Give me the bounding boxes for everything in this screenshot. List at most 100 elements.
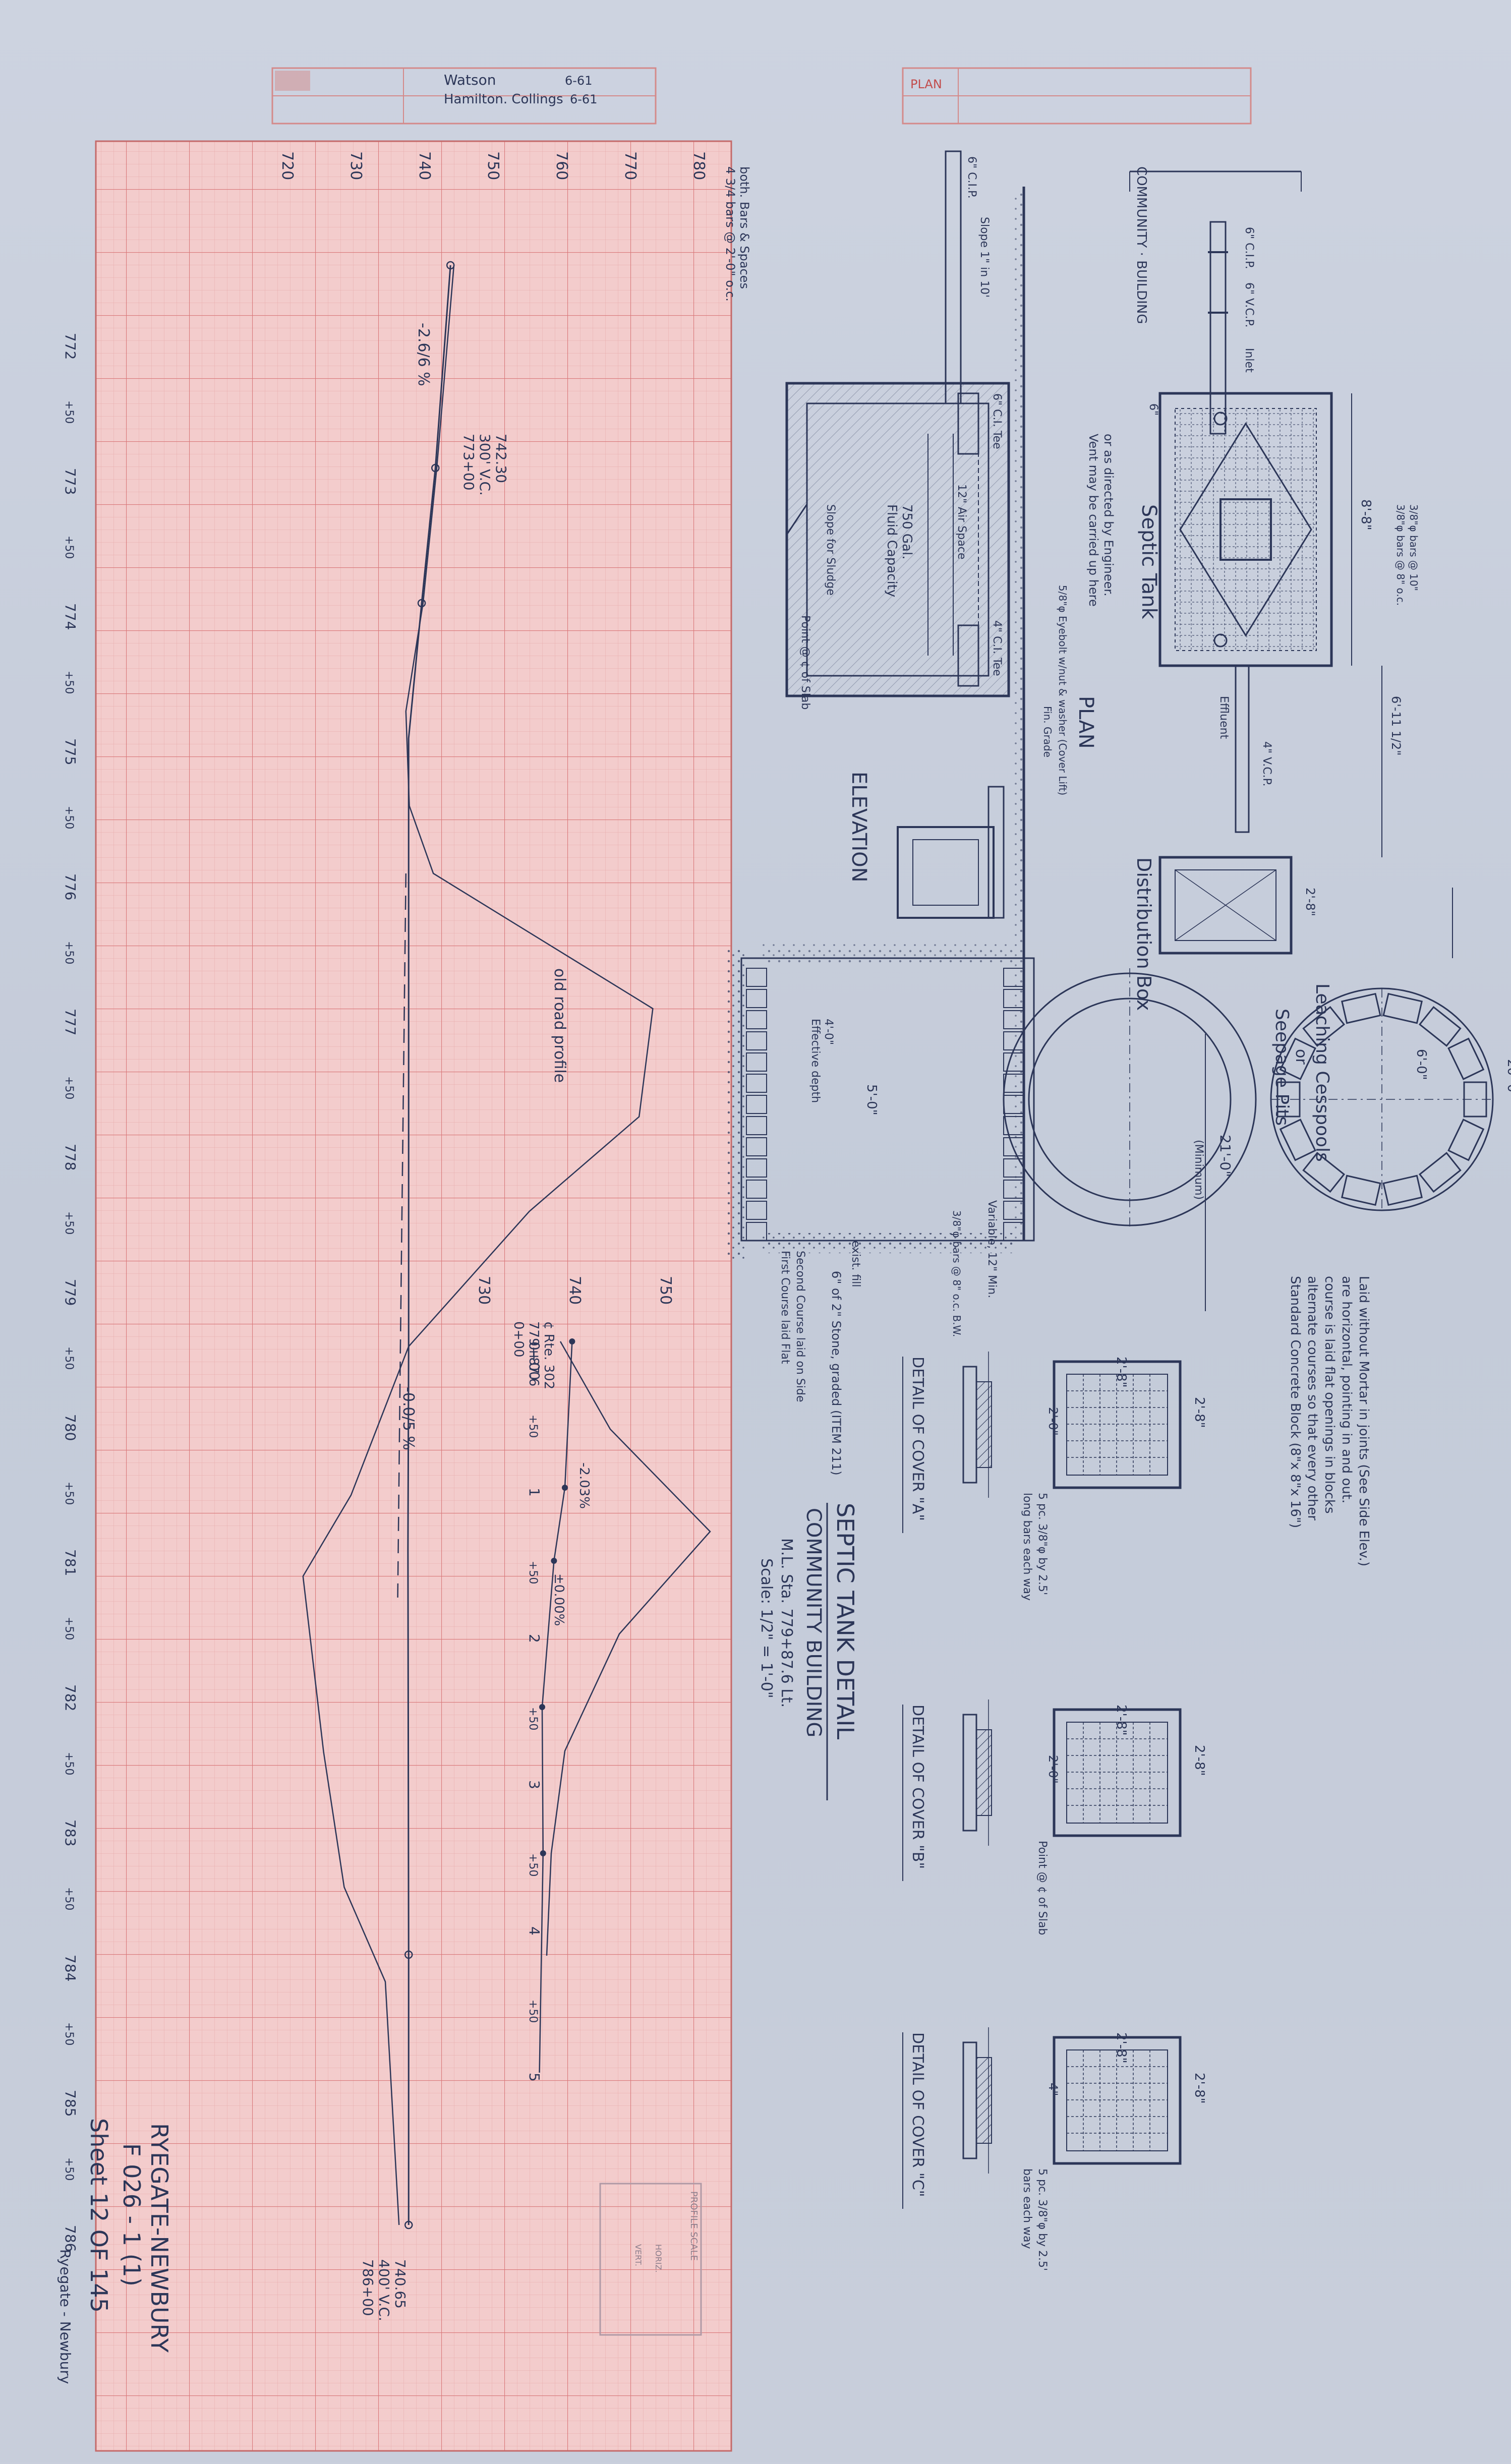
small-station-label: 2 xyxy=(526,1634,543,1643)
station-half-label: +50 xyxy=(63,2022,75,2045)
svg-text:0+00: 0+00 xyxy=(511,1321,526,1357)
station-label: 783 xyxy=(62,1820,79,1846)
svg-text:3/8"φ bars @ 8" o.c.: 3/8"φ bars @ 8" o.c. xyxy=(1394,504,1407,606)
station-label: 778 xyxy=(62,1144,79,1170)
station-half-label: +50 xyxy=(63,1752,75,1775)
elevation-label: 760 xyxy=(553,151,570,180)
svg-text:3/8"φ bars @ 8" o.c. B.W.: 3/8"φ bars @ 8" o.c. B.W. xyxy=(951,1210,963,1337)
small-ground-line xyxy=(546,1341,711,1956)
leaching-cesspool-plan: Leaching Cesspools or Seepage Pits 6'-0"… xyxy=(1270,888,1511,1211)
community-building-label: COMMUNITY · BUILDING xyxy=(1134,166,1149,324)
svg-text:course is laid flat openings i: course is laid flat openings in blocks xyxy=(1322,1276,1337,1514)
title-block-plan-label: PLAN xyxy=(910,77,942,91)
cover-dim-outer-2: 2'-8" xyxy=(1114,1357,1129,1388)
station-half-label: +50 xyxy=(63,941,75,964)
old-road-profile-line xyxy=(397,873,407,1604)
title-block-name-2: Hamilton. Collings xyxy=(444,92,563,107)
small-plus-label: +50 xyxy=(527,1561,539,1584)
small-grade-point xyxy=(551,1558,557,1564)
svg-text:3/8"φ bars @ 10": 3/8"φ bars @ 10" xyxy=(1408,504,1420,591)
cover-dim-outer-2: 2'-8" xyxy=(1114,2032,1129,2064)
small-plus-label: +50 xyxy=(527,1853,539,1876)
drawing-identification: RYEGATE-NEWBURY F 026 - 1 (1) Sheet 12 O… xyxy=(57,2118,173,2384)
cesspool-block xyxy=(1341,1175,1381,1206)
station-half-label: +50 xyxy=(63,1346,75,1370)
svg-text:HORIZ.: HORIZ. xyxy=(654,2244,663,2273)
standard-block-note: Standard Concrete Block (8"x 8"x 16") al… xyxy=(1288,1276,1371,1566)
cover-dim-outer: 2'-8" xyxy=(1192,1745,1207,1776)
tank-dim-6-11: 6'-11 1/2" xyxy=(1389,696,1403,755)
station-half-label: +50 xyxy=(63,1617,75,1640)
svg-text:or: or xyxy=(1292,1049,1310,1065)
small-station-label: 0+00 xyxy=(526,1341,543,1380)
small-grade-point xyxy=(562,1485,568,1491)
cesspool-block xyxy=(1447,1119,1485,1161)
station-label: 780 xyxy=(62,1414,79,1441)
svg-text:Second Course laid on Side: Second Course laid on Side xyxy=(794,1251,806,1402)
cesspool-block xyxy=(1418,1006,1462,1047)
proposed-grade-line xyxy=(407,265,451,2225)
svg-text:773+00: 773+00 xyxy=(460,434,477,491)
station-label: 772 xyxy=(62,333,79,360)
elevation-label: 770 xyxy=(621,151,639,180)
grade-point xyxy=(404,2220,413,2230)
cover-dim-inner: 2'-0" xyxy=(1046,1407,1060,1436)
pvi-1-note: 773+00 300' V.C. 742.30 xyxy=(460,434,509,496)
pvi-2-note: 786+00 400' V.C. 740.65 xyxy=(360,2259,409,2321)
grade-point xyxy=(446,261,455,270)
station-half-label: +50 xyxy=(63,671,75,694)
cesspool-block xyxy=(1382,1175,1423,1206)
small-elevation-label: 740 xyxy=(566,1276,584,1305)
svg-text:750 Gal.: 750 Gal. xyxy=(899,504,914,559)
distribution-box-label: Distribution Box xyxy=(1133,857,1155,1011)
small-grade-line xyxy=(539,1341,573,2073)
station-half-label: +50 xyxy=(63,1482,75,1505)
small-station-label: 4 xyxy=(526,1926,543,1935)
station-label: 773 xyxy=(62,468,79,495)
svg-text:¢ Rte. 302: ¢ Rte. 302 xyxy=(541,1321,556,1389)
station-half-label: +50 xyxy=(63,1887,75,1910)
dim-21: 21'-0" xyxy=(1217,1135,1234,1177)
cover-dim-outer-2: 2'-8" xyxy=(1114,1705,1129,1736)
svg-text:alternate courses so that ever: alternate courses so that every other xyxy=(1305,1276,1320,1520)
station-half-label: +50 xyxy=(63,400,75,424)
pipe-note: 4 3/4 bars @ 2'-0" o.c. both. Bars & Spa… xyxy=(723,166,751,302)
svg-text:6'-0": 6'-0" xyxy=(1414,1049,1429,1080)
svg-text:-2.03%: -2.03% xyxy=(576,1462,592,1509)
tank-dim-8-8: 8'-8" xyxy=(1358,499,1373,531)
grade-1-note: -2.6/6 % xyxy=(415,323,432,386)
svg-text:4 3/4 bars @ 2'-0" o.c.: 4 3/4 bars @ 2'-0" o.c. xyxy=(723,166,737,302)
svg-text:Effective depth: Effective depth xyxy=(809,1019,822,1103)
septic-elevation: 6" C.I.P. Slope 1" in 10' 6" C.I. Tee 4"… xyxy=(726,150,1116,1476)
cover-note: long bars each way xyxy=(1021,1493,1033,1601)
inlet-pipe: 6" C.I.P. 6" V.C.P. Inlet xyxy=(1208,221,1255,435)
small-elevation-label: 730 xyxy=(475,1276,493,1305)
drawing-id-sub: Ryegate - Newbury xyxy=(57,2249,74,2384)
station-half-label: +50 xyxy=(63,1211,75,1235)
svg-text:Standard Concrete Block (8"x 8: Standard Concrete Block (8"x 8"x 16") xyxy=(1288,1276,1303,1528)
svg-text:786+00: 786+00 xyxy=(360,2259,376,2316)
detail-subtitle: COMMUNITY BUILDING xyxy=(802,1508,825,1737)
svg-text:300' V.C.: 300' V.C. xyxy=(477,434,493,496)
svg-text:exist. fill: exist. fill xyxy=(849,1241,862,1287)
detail-scale: Scale: 1/2" = 1'-0" xyxy=(758,1558,775,1698)
title-block-right: PLAN xyxy=(902,67,1252,125)
svg-text:Variable, 12" Min.: Variable, 12" Min. xyxy=(985,1200,998,1298)
small-grade-b-note: ±0.00% xyxy=(551,1573,566,1626)
station-label: 782 xyxy=(62,1684,79,1711)
small-grade-point xyxy=(540,1850,546,1856)
septic-tank-label: Septic Tank xyxy=(1137,504,1160,620)
title-block-left: Watson 6-61 Hamilton. Collings 6-61 xyxy=(271,67,657,125)
station-half-label: +50 xyxy=(63,2157,75,2181)
svg-text:±0.00%: ±0.00% xyxy=(551,1573,566,1626)
title-block-name-1: Watson xyxy=(444,72,496,88)
title-block-date-1: 6-61 xyxy=(565,74,592,88)
cover-detail-c: 2'-8"2'-8"4"5 pc. 3/8"φ by 2.5'bars each… xyxy=(902,2027,1207,2271)
svg-text:2'-8": 2'-8" xyxy=(1303,888,1317,916)
svg-text:PROFILE SCALE: PROFILE SCALE xyxy=(688,2191,699,2261)
detail-station: M.L. Sta. 779+87.6 Lt. xyxy=(778,1538,795,1708)
cover-dim-inner: 4" xyxy=(1046,2083,1060,2096)
small-grade-points xyxy=(539,1338,575,1856)
profile-scale-stamp: PROFILE SCALE HORIZ. VERT. xyxy=(599,2183,702,2336)
